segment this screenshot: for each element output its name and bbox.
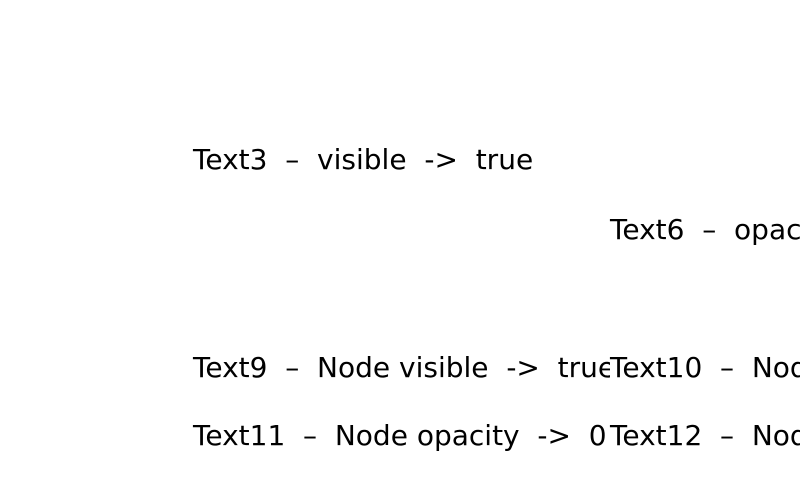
text-node-text6: Text6 – opacity -> 1: [610, 213, 800, 246]
text-node-text9: Text9 – Node visible -> true: [193, 351, 616, 384]
text-node-text11: Text11 – Node opacity -> 0: [193, 419, 607, 452]
text-node-text3: Text3 – visible -> true: [193, 143, 534, 176]
text-node-text12: Text12 – Node visible -> false: [610, 422, 800, 450]
text-node-text10: Text10 – Node opacity -> 1: [610, 354, 800, 382]
